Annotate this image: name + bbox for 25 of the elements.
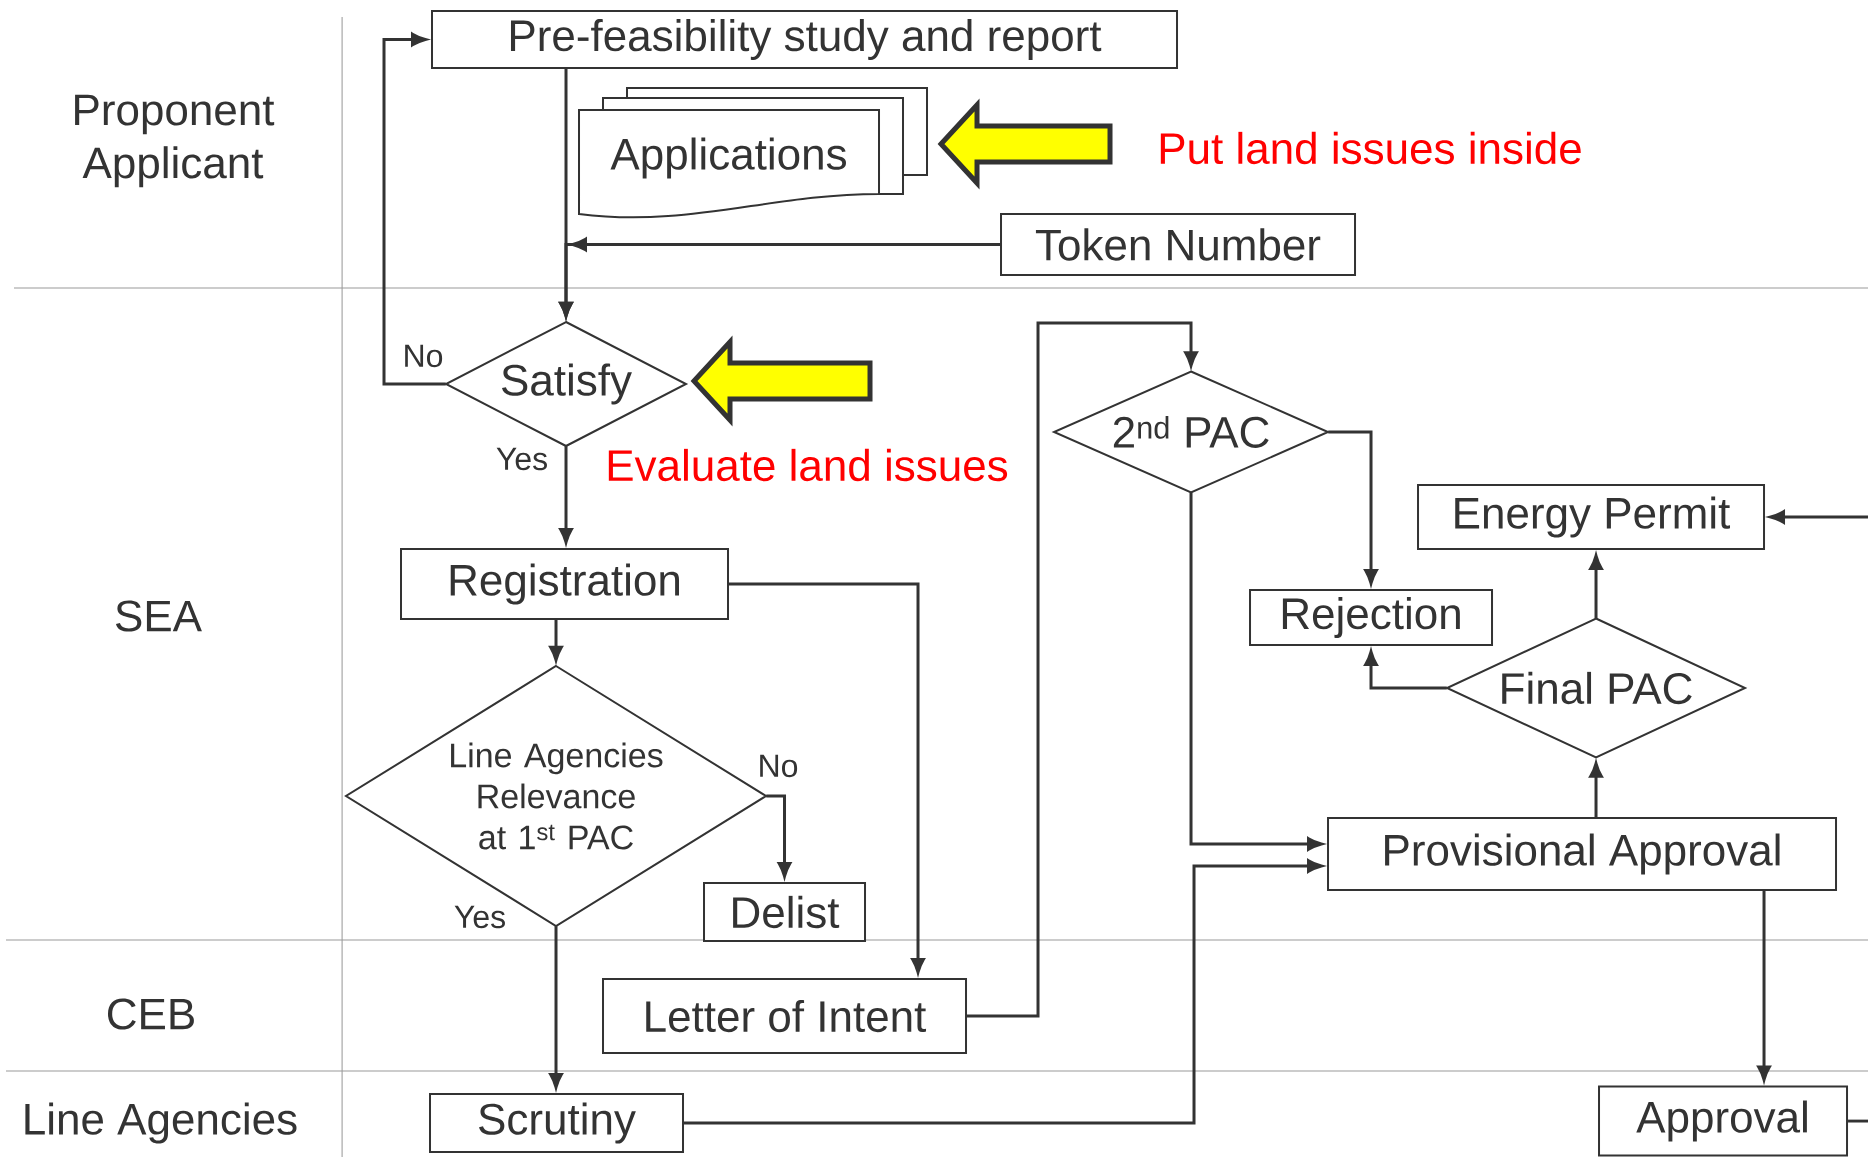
lane-label: SEA (115, 600, 202, 632)
process-box: Delist (703, 882, 866, 942)
process-box: Pre-feasibility study and report (431, 10, 1178, 69)
process-box: Energy Permit (1417, 484, 1765, 550)
arrow (1757, 891, 1771, 1082)
arrow (549, 620, 563, 662)
note-text: Put land issues inside (1160, 131, 1581, 165)
lane-label: Line Agencies (25, 1102, 297, 1144)
edge-label: Yes (496, 447, 547, 471)
process-box: Scrutiny (429, 1093, 684, 1153)
process-box: Provisional Approval (1327, 817, 1837, 891)
edge-label: No (405, 344, 443, 368)
process-box: Rejection (1249, 589, 1493, 646)
lane-label: CEB (108, 998, 194, 1030)
process-box: Letter of Intent (602, 978, 967, 1054)
note-text: Evaluate land issues (608, 448, 1008, 482)
lane-label: Proponent Applicant (75, 94, 275, 188)
process-box: Registration (400, 548, 729, 620)
arrow (967, 321, 1198, 1018)
arrow (559, 237, 1000, 318)
edge-label: Yes (454, 905, 505, 929)
process-box: Token Number (1000, 213, 1356, 276)
process-box: Approval (1598, 1085, 1848, 1157)
document-stack: Applications (578, 87, 928, 219)
arrow (382, 32, 446, 386)
